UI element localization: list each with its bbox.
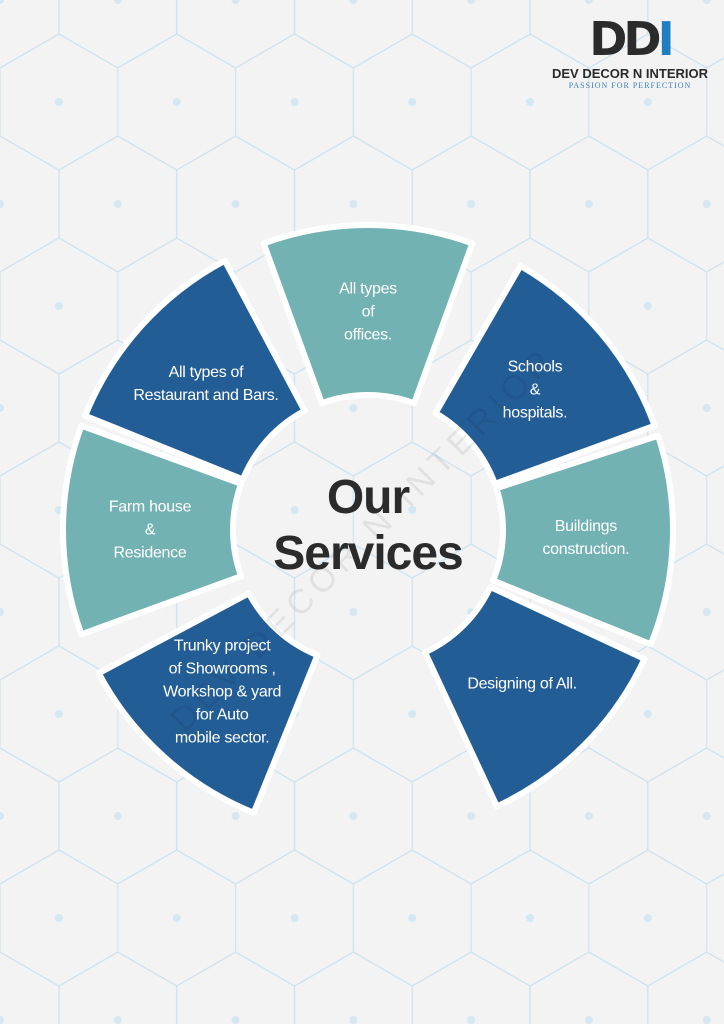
logo-name: DEV DECOR N INTERIOR bbox=[551, 66, 708, 81]
service-label: Designing of All. bbox=[467, 675, 577, 693]
service-label: All types of Restaurant and Bars. bbox=[133, 364, 279, 405]
title-line-2: Services bbox=[273, 527, 464, 580]
title-line-1: Our bbox=[326, 471, 410, 524]
service-segment bbox=[260, 222, 476, 407]
service-segment bbox=[490, 432, 676, 648]
service-segment bbox=[95, 590, 321, 816]
service-segment bbox=[60, 422, 245, 638]
service-segment bbox=[432, 262, 658, 487]
page-title: Our Services bbox=[228, 470, 508, 582]
logo-tagline: PASSION FOR PERFECTION bbox=[568, 81, 692, 90]
service-segment bbox=[422, 584, 648, 810]
logo-mark: DDI bbox=[589, 12, 675, 66]
service-segment bbox=[82, 257, 308, 483]
service-label: Trunky project of Showrooms , Workshop &… bbox=[163, 637, 282, 747]
service-label: Buildings construction. bbox=[542, 517, 630, 558]
company-logo: DDI DEV DECOR N INTERIOR PASSION FOR PER… bbox=[540, 14, 720, 90]
service-label: Schools & hospitals. bbox=[502, 358, 568, 422]
service-label: Farm house & Residence bbox=[108, 498, 192, 562]
service-label: All types of offices. bbox=[339, 280, 397, 344]
